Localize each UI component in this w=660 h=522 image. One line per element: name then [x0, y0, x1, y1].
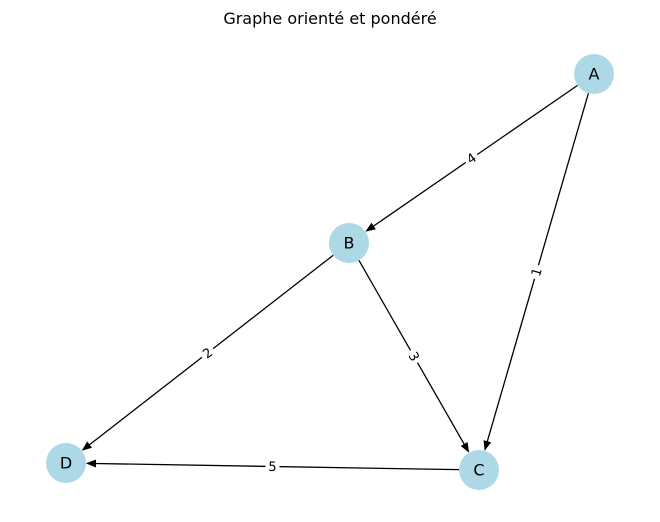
edge-weight-text: 1: [529, 266, 546, 278]
graph-title: Graphe orienté et pondéré: [223, 9, 436, 28]
edge-labels-layer: 4 1 3 2 5: [197, 147, 547, 475]
node-circle: [46, 443, 86, 483]
nodes-layer: A B C D: [46, 54, 614, 490]
edge-label-background: [403, 346, 425, 367]
node-d: D: [46, 443, 86, 483]
node-b: B: [329, 223, 369, 263]
edge-label-b-c: 3: [403, 346, 425, 367]
node-label: B: [344, 234, 355, 253]
node-circle: [329, 223, 369, 263]
node-circle: [574, 54, 614, 94]
edge-label-a-c: 1: [526, 263, 547, 281]
node-label: C: [473, 461, 484, 480]
edge-label-background: [526, 263, 547, 281]
node-circle: [459, 450, 499, 490]
edge-weight-text: 5: [268, 460, 277, 475]
node-c: C: [459, 450, 499, 490]
node-label: D: [60, 454, 72, 473]
edge-label-c-d: 5: [265, 458, 280, 475]
edges-layer: [81, 84, 590, 471]
edge-label-background: [461, 147, 482, 170]
edge-label-a-b: 4: [461, 147, 482, 170]
edge-label-b-d: 2: [197, 342, 218, 364]
node-label: A: [589, 65, 600, 84]
edge-label-background: [265, 458, 280, 475]
node-a: A: [574, 54, 614, 94]
edge-label-background: [197, 342, 218, 364]
